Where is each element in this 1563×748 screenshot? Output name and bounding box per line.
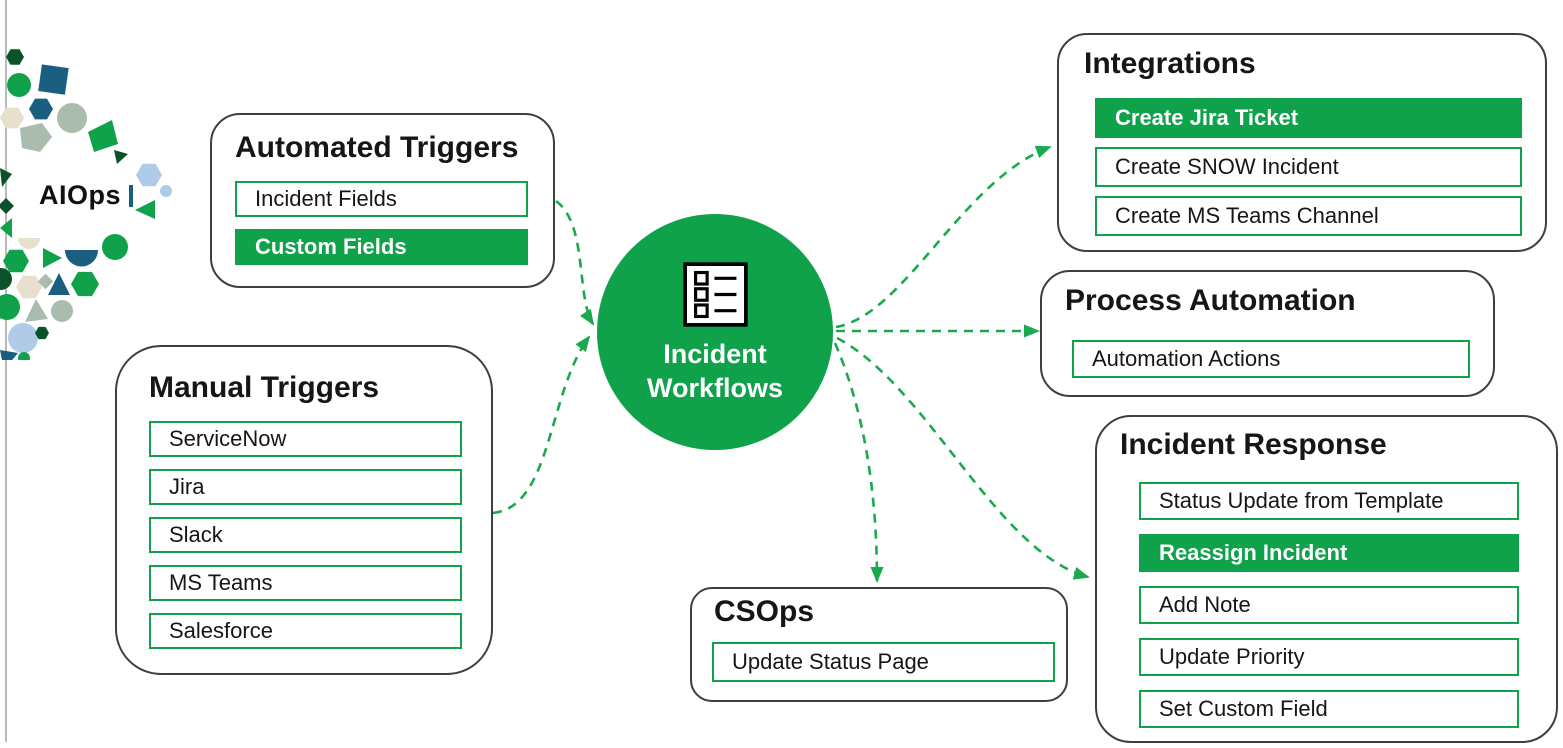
incident-response-box: Incident Response Status Update from Tem… <box>1095 415 1558 743</box>
action-update-priority: Update Priority <box>1139 638 1519 676</box>
hub-label: Incident Workflows <box>646 339 783 403</box>
action-update-status-page: Update Status Page <box>712 642 1055 682</box>
process-automation-title: Process Automation <box>1065 284 1356 317</box>
action-incident-fields: Incident Fields <box>235 181 528 217</box>
action-automation-actions: Automation Actions <box>1072 340 1470 378</box>
arrow-hub-to-integrations <box>835 145 1052 329</box>
action-slack: Slack <box>149 517 462 553</box>
action-custom-fields: Custom Fields <box>235 229 528 265</box>
csops-items: Update Status Page <box>712 642 1066 682</box>
left-border-line <box>5 0 7 742</box>
aiops-logo-label: AIOps <box>38 180 121 210</box>
aiops-logo-shapes <box>0 49 172 360</box>
action-salesforce: Salesforce <box>149 613 462 649</box>
action-create-snow-incident: Create SNOW Incident <box>1095 147 1522 187</box>
arrow-automated-to-hub <box>555 199 595 326</box>
incident-workflows-hub: Incident Workflows <box>597 214 833 450</box>
process-automation-box: Process Automation Automation Actions <box>1040 270 1495 397</box>
action-ms-teams: MS Teams <box>149 565 462 601</box>
arrow-manual-to-hub <box>492 335 591 515</box>
action-reassign-incident: Reassign Incident <box>1139 534 1519 572</box>
automated-triggers-title: Automated Triggers <box>235 131 519 164</box>
action-set-custom-field: Set Custom Field <box>1139 690 1519 728</box>
incident-response-title: Incident Response <box>1120 428 1387 461</box>
manual-triggers-title: Manual Triggers <box>149 371 380 404</box>
action-create-ms-teams-channel: Create MS Teams Channel <box>1095 196 1522 236</box>
action-add-note: Add Note <box>1139 586 1519 624</box>
action-servicenow: ServiceNow <box>149 421 462 457</box>
action-create-jira-ticket: Create Jira Ticket <box>1095 98 1522 138</box>
arrow-hub-to-csops <box>833 342 884 583</box>
csops-title: CSOps <box>714 595 815 628</box>
process-automation-items: Automation Actions <box>1065 340 1493 378</box>
action-status-update-from-template: Status Update from Template <box>1139 482 1519 520</box>
checklist-icon <box>682 262 748 327</box>
integrations-title: Integrations <box>1084 47 1256 80</box>
action-jira: Jira <box>149 469 462 505</box>
csops-box: CSOps Update Status Page <box>690 587 1068 702</box>
aiops-logo: AIOps <box>0 40 210 360</box>
